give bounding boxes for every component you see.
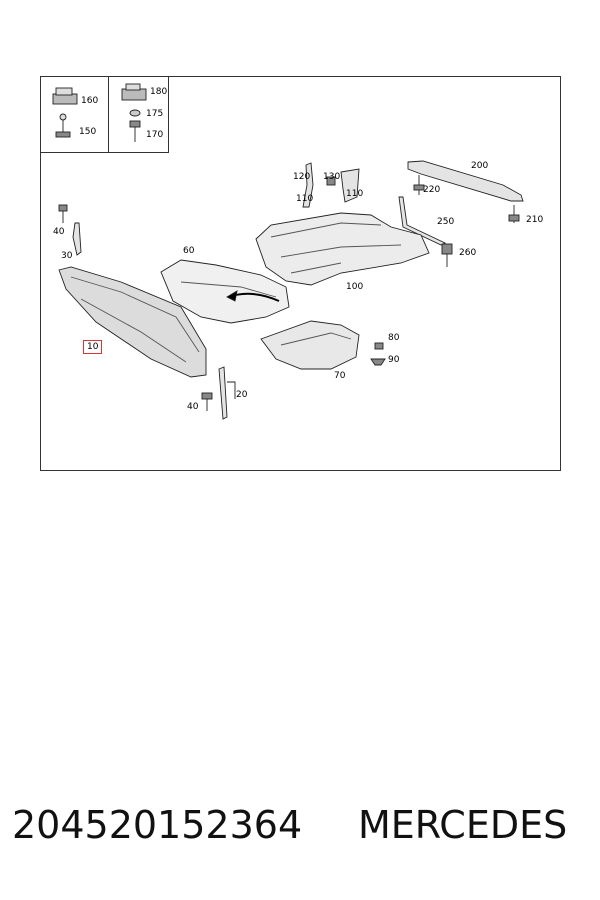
callout-60: 60 (183, 246, 195, 256)
callout-220: 220 (423, 185, 441, 195)
strut-200 (407, 160, 524, 202)
callout-260: 260 (459, 248, 477, 258)
bolt-150-icon (55, 113, 71, 138)
part-number: 204520152364 (12, 803, 303, 847)
callout-80: 80 (388, 333, 400, 343)
fastener-inset-right (108, 76, 169, 153)
callout-100: 100 (346, 282, 364, 292)
callout-120: 120 (293, 172, 311, 182)
parts-diagram: 160 150 180 175 170 120 130 110 110 200 … (40, 76, 561, 471)
callout-20: 20 (236, 390, 248, 400)
callout-10-highlighted[interactable]: 10 (83, 340, 103, 354)
front-underbody-cover-10 (58, 266, 207, 378)
callout-175: 175 (146, 109, 164, 119)
bolt-170-icon (129, 120, 141, 142)
middle-underbody-panel-60 (160, 259, 290, 324)
callout-180: 180 (150, 87, 168, 97)
callout-150: 150 (79, 127, 97, 137)
callout-90: 90 (388, 355, 400, 365)
callout-110-right: 110 (346, 189, 364, 199)
part-caption: 204520152364 MERCEDES (0, 803, 600, 863)
underbody-panel-70 (260, 320, 360, 370)
callout-210: 210 (526, 215, 544, 225)
callout-30: 30 (61, 251, 73, 261)
callout-160: 160 (81, 96, 99, 106)
callout-70: 70 (334, 371, 346, 381)
washer-175-icon (129, 109, 141, 117)
clip-nut-180-icon (121, 83, 147, 101)
exploded-view-drawing (52, 83, 524, 420)
callout-110-left: 110 (296, 194, 314, 204)
callout-130: 130 (323, 172, 341, 182)
callout-200: 200 (471, 161, 489, 171)
callout-40-top: 40 (53, 227, 65, 237)
callout-250: 250 (437, 217, 455, 227)
callout-170: 170 (146, 130, 164, 140)
clip-nut-160-icon (52, 87, 78, 105)
brand-name: MERCEDES (358, 803, 568, 847)
callout-40-bottom: 40 (187, 402, 199, 412)
